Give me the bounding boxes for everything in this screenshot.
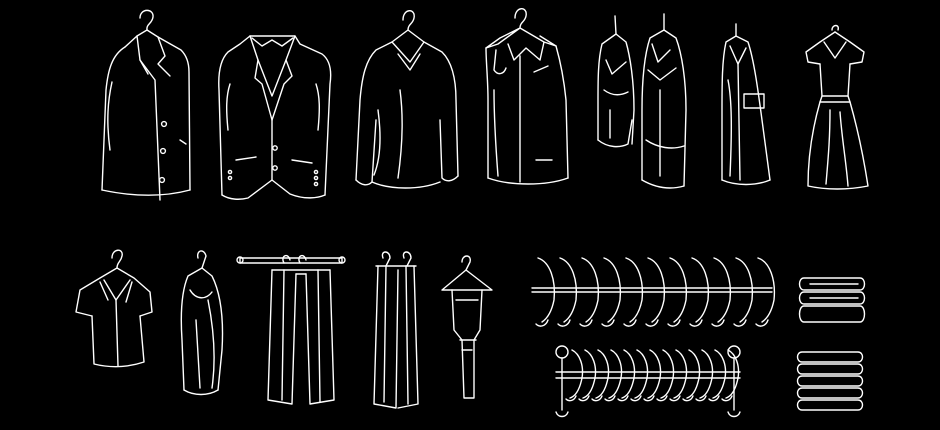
hanger-hook-icon [709,350,726,401]
hanger-hook-icon [592,350,609,401]
coat-on-hanger [486,9,568,184]
hanger-hook-icon [756,258,774,326]
shirt-on-hanger [76,250,152,367]
hanger-hook-icon [580,258,598,326]
hanger-hook-icon [690,258,708,326]
hanger-hook-icon [683,350,700,401]
suit-jacket [219,36,331,199]
long-coat [722,24,770,185]
hanger-hook-icon [536,258,554,326]
hanger-hook-icon [631,350,648,401]
long-hanging-coat [642,14,686,188]
hanger-hook-icon [734,258,752,326]
hanger-hook-icon [670,350,687,401]
hanger-hook-icon [696,350,713,401]
trousers-on-rail [237,256,345,404]
hanger-hook-icon [618,350,635,401]
hanger-hook-icon [644,350,661,401]
hanger-hook-icon [624,258,642,326]
hanger-hook-icon [602,258,620,326]
short-hanging-garment [598,16,634,147]
draped-garment [181,251,222,395]
folded-stack-small [800,278,865,322]
trouser-hanger [442,256,492,398]
hanger-hook-icon [657,350,674,401]
dress-on-hanger [806,26,868,190]
hanger-hook-icon [668,258,686,326]
trousers-on-hangers [374,252,418,408]
sweater-on-hanger [356,11,458,188]
hanger-hook-icon [605,350,622,401]
hanger-hook-icon [646,258,664,326]
hanger-hook-icon [566,350,583,401]
hanger-hook-icon [558,258,576,326]
jacket-on-hanger [102,10,190,200]
hanger-hook-icon [579,350,596,401]
hanger-rail-bottom [556,346,740,417]
hanger-hook-icon [712,258,730,326]
hanger-rail-top [532,258,774,326]
hanger-hook-icon [722,350,739,401]
folded-stack-large [798,352,863,410]
